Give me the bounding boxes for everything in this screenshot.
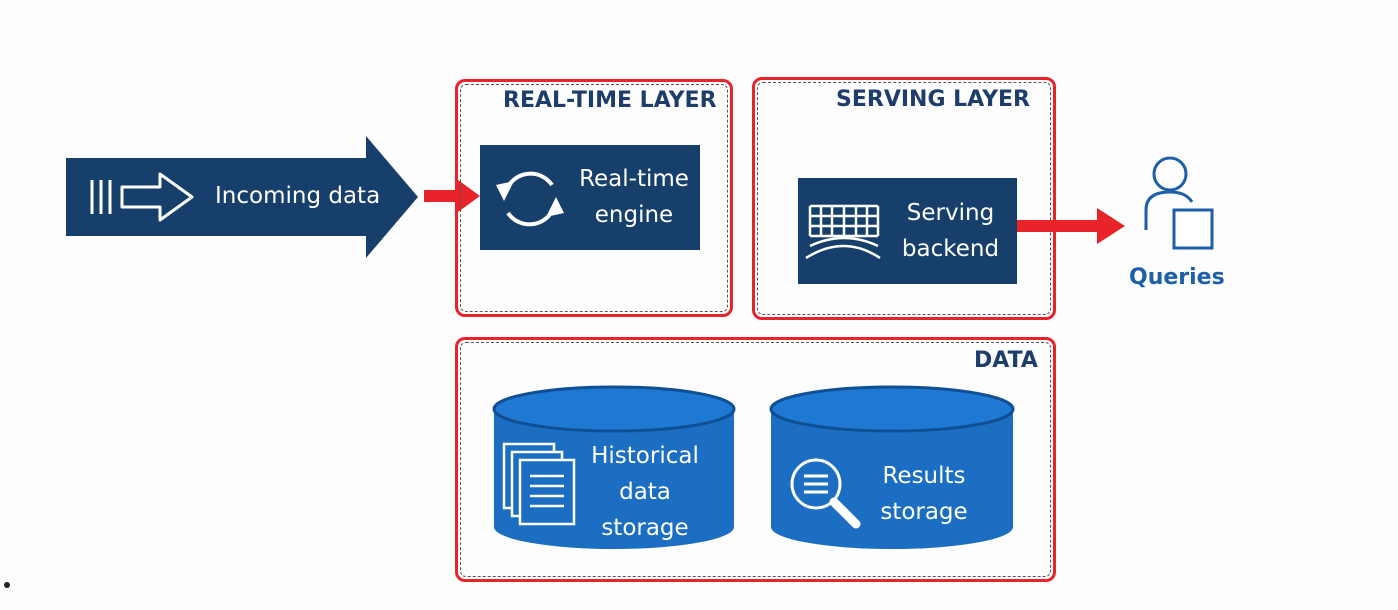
grid-dome-icon [805,204,881,260]
documents-icon [502,442,576,526]
data-layer-inner-border [460,342,1051,577]
serving-backend-line1: Serving [906,200,995,226]
results-line2: storage [880,499,968,525]
user-query-icon [1144,156,1214,250]
flow-arrow-into-realtime [424,180,480,212]
input-stream-icon [90,172,194,222]
realtime-engine-box: Real-time engine [480,145,700,250]
realtime-engine-line1: Real-time [579,166,689,192]
serving-backend-line2: backend [901,236,1000,262]
list-bullet [4,582,10,588]
historical-line2: data [619,479,671,505]
serving-layer-frame [752,77,1056,320]
queries-label: Queries [1129,265,1225,290]
results-storage-cylinder [769,385,1015,549]
realtime-layer-title: REAL-TIME LAYER [503,88,717,113]
incoming-data-arrow [66,136,418,258]
results-storage-label: Results storage [858,458,990,530]
serving-backend-label: Serving backend [884,195,1017,267]
realtime-engine-label: Real-time engine [568,161,700,233]
historical-line1: Historical [591,443,699,469]
data-layer-title: DATA [974,348,1038,373]
realtime-engine-line2: engine [594,202,674,228]
refresh-cycle-icon [496,171,564,227]
serving-backend-box: Serving backend [798,178,1017,284]
data-layer-frame [455,337,1056,582]
historical-line3: storage [601,515,689,541]
results-line1: Results [882,463,966,489]
serving-layer-title: SERVING LAYER [836,87,1030,112]
magnifier-icon [790,458,861,529]
incoming-data-label: Incoming data [215,183,381,209]
realtime-layer-frame [455,79,733,317]
serving-layer-inner-border [757,82,1051,315]
flow-arrow-to-queries [1017,208,1125,244]
realtime-layer-inner-border [460,84,728,312]
historical-storage-label: Historical data storage [578,438,712,546]
